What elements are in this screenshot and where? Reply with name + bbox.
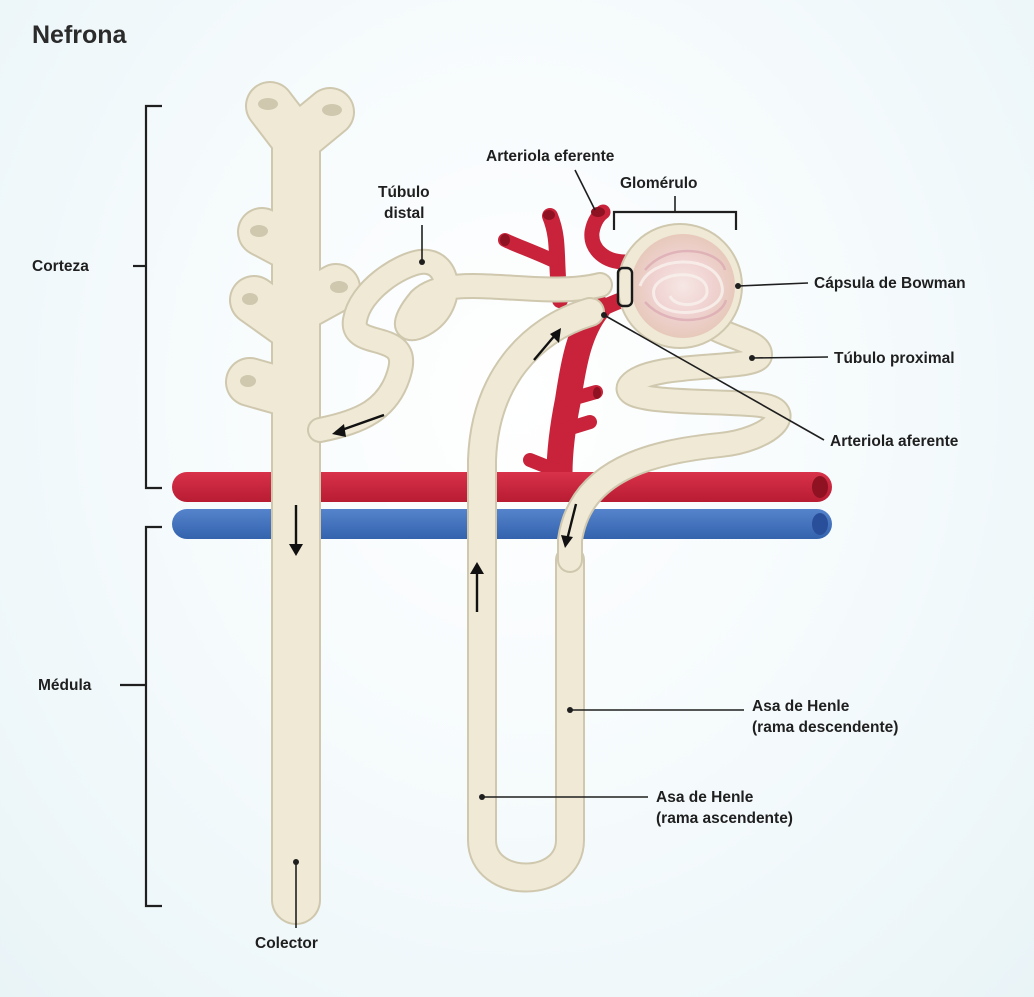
diagram-title: Nefrona	[32, 21, 128, 49]
label-arteriola-aferente: Arteriola aferente	[830, 433, 959, 450]
label-capsula-bowman: Cápsula de Bowman	[814, 275, 966, 292]
label-asa-ascendente-2: (rama ascendente)	[656, 810, 793, 827]
flow-arrows	[289, 328, 576, 612]
label-corteza: Corteza	[32, 258, 89, 275]
label-asa-ascendente-1: Asa de Henle	[656, 789, 754, 806]
label-tubulo-proximal: Túbulo proximal	[834, 350, 955, 367]
medula-bracket	[120, 527, 162, 906]
label-tubulo-distal-2: distal	[384, 205, 424, 222]
label-asa-descendente-2: (rama descendente)	[752, 719, 898, 736]
label-tubulo-distal-1: Túbulo	[378, 184, 430, 201]
label-medula: Médula	[38, 677, 92, 694]
label-colector: Colector	[255, 935, 318, 952]
label-arteriola-eferente: Arteriola eferente	[486, 148, 615, 165]
label-asa-descendente-1: Asa de Henle	[752, 698, 850, 715]
corteza-bracket	[133, 106, 162, 488]
bowmans-capsule	[618, 224, 742, 348]
label-glomerulo: Glomérulo	[620, 175, 698, 192]
